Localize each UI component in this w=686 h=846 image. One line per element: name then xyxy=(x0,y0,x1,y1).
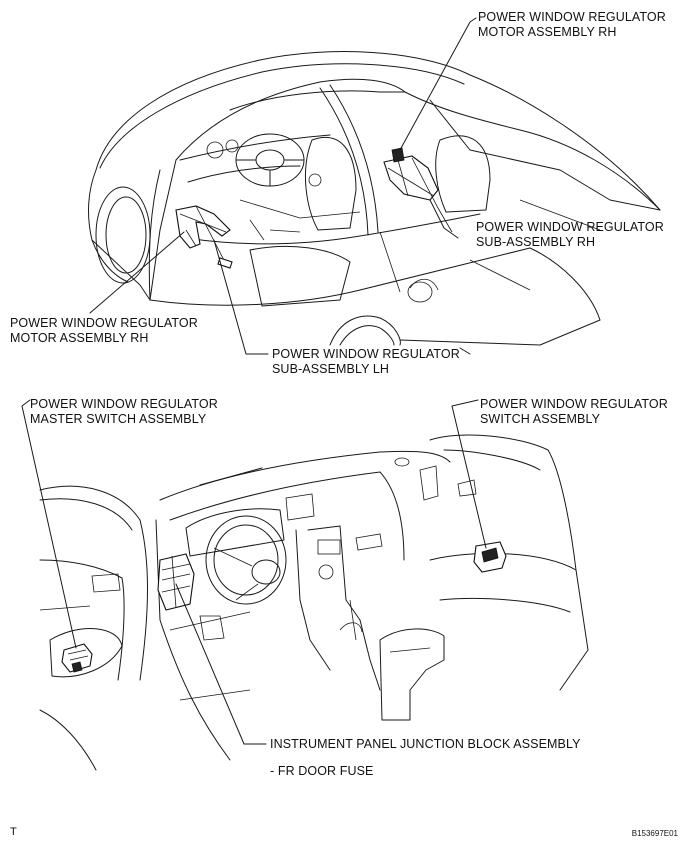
label-sub-assembly-rh: POWER WINDOW REGULATOR SUB-ASSEMBLY RH xyxy=(476,220,664,250)
label-sub-assembly-lh: POWER WINDOW REGULATOR SUB-ASSEMBLY LH xyxy=(272,347,460,377)
label-motor-assembly-rh-left: POWER WINDOW REGULATOR MOTOR ASSEMBLY RH xyxy=(10,316,198,346)
figure-code: B153697E01 xyxy=(631,829,678,838)
master-switch-part xyxy=(61,643,93,673)
switch-assembly-part xyxy=(473,541,507,573)
label-line: SUB-ASSEMBLY LH xyxy=(272,362,390,376)
interior-drawing xyxy=(39,434,589,771)
label-line: MASTER SWITCH ASSEMBLY xyxy=(30,412,207,426)
corner-mark: T xyxy=(10,826,17,838)
car-body-drawing xyxy=(88,51,661,346)
label-line: MOTOR ASSEMBLY RH xyxy=(478,25,617,39)
junction-block-part xyxy=(157,553,195,611)
label-master-switch-assembly: POWER WINDOW REGULATOR MASTER SWITCH ASS… xyxy=(30,397,218,427)
label-line: POWER WINDOW REGULATOR xyxy=(480,397,668,411)
label-line: POWER WINDOW REGULATOR xyxy=(30,397,218,411)
regulator-rh-part xyxy=(383,147,453,233)
label-motor-assembly-rh-top: POWER WINDOW REGULATOR MOTOR ASSEMBLY RH xyxy=(478,10,666,40)
leader-lines-top xyxy=(89,17,477,355)
label-line: POWER WINDOW REGULATOR xyxy=(478,10,666,24)
label-line: SUB-ASSEMBLY RH xyxy=(476,235,596,249)
label-junction-block: INSTRUMENT PANEL JUNCTION BLOCK ASSEMBLY xyxy=(270,737,581,751)
label-line: POWER WINDOW REGULATOR xyxy=(10,316,198,330)
regulator-lh-part xyxy=(175,205,233,269)
label-line: POWER WINDOW REGULATOR xyxy=(476,220,664,234)
label-line: POWER WINDOW REGULATOR xyxy=(272,347,460,361)
label-switch-assembly: POWER WINDOW REGULATOR SWITCH ASSEMBLY xyxy=(480,397,668,427)
label-fr-door-fuse: - FR DOOR FUSE xyxy=(270,764,374,778)
label-line: SWITCH ASSEMBLY xyxy=(480,412,601,426)
label-line: MOTOR ASSEMBLY RH xyxy=(10,331,149,345)
leader-lines-bottom xyxy=(21,399,487,745)
